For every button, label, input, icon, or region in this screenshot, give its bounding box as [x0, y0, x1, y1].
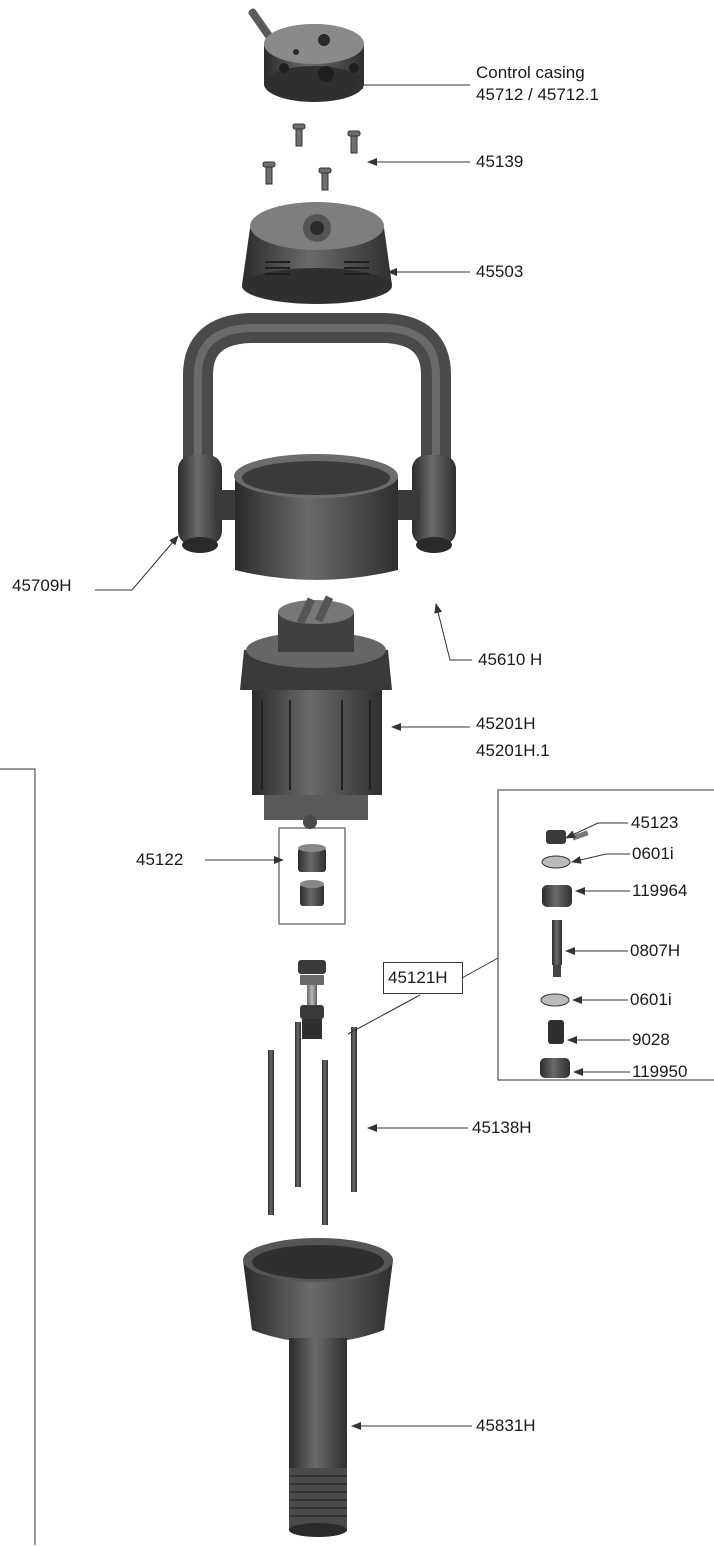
base-tube-part — [243, 1238, 393, 1537]
screws-label: 45139 — [476, 152, 524, 171]
cap-bottom-label: 119950 — [632, 1062, 688, 1081]
shaft-label: 0807H — [630, 941, 681, 960]
sleeves-label: 45122 — [136, 850, 184, 869]
screws-part — [262, 123, 361, 191]
motor-cover-part — [242, 202, 392, 304]
control-casing-title-label: Control casing — [476, 63, 585, 82]
leader-lines — [95, 81, 630, 1430]
control-casing-parts-label: 45712 / 45712.1 — [476, 85, 599, 104]
bearing-bottom-label: 0601i — [630, 990, 672, 1009]
motor-label-a: 45201H — [476, 714, 536, 733]
motor-cover-label: 45503 — [476, 262, 524, 281]
handle-label: 45709H — [12, 576, 72, 595]
gear-label: 9028 — [632, 1030, 670, 1049]
cap-top-label: 119964 — [632, 881, 688, 900]
motor-part — [240, 595, 392, 829]
left-bracket-line — [0, 768, 36, 1545]
motor-label-b: 45201H.1 — [476, 741, 550, 760]
sleeves-part — [298, 844, 326, 906]
detail-parts — [540, 830, 589, 1078]
base-tube-label: 45831H — [476, 1416, 536, 1435]
detail-box — [497, 789, 714, 1081]
shaft-assembly-label-box — [383, 962, 463, 994]
handle-cap-label: 45610 H — [478, 650, 543, 669]
rods-part — [268, 1022, 357, 1225]
shaft-assembly-part — [298, 960, 326, 1039]
rods-label: 45138H — [472, 1118, 532, 1137]
shaft-assembly-label: 45121H — [388, 968, 448, 987]
shaft-assembly-connector — [347, 957, 499, 1035]
bearing-top-label: 0601i — [632, 844, 674, 863]
sleeves-box — [278, 827, 346, 925]
shaft-nut-label: 45123 — [631, 813, 679, 832]
handle-part — [178, 313, 456, 580]
control-casing-part — [248, 8, 364, 102]
